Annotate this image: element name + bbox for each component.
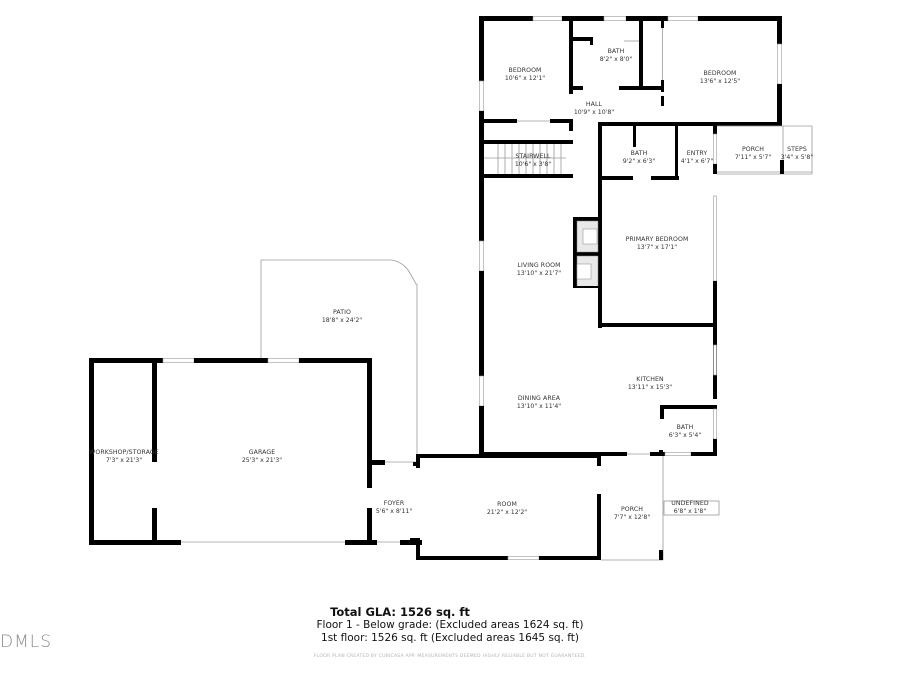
room-label-porch-upper: PORCH 7'11" x 5'7" xyxy=(735,146,772,161)
svg-text:13'11" x 15'3": 13'11" x 15'3" xyxy=(628,384,672,391)
room-label-entry: ENTRY 4'1" x 6'7" xyxy=(681,150,714,165)
porch-upper-outline xyxy=(717,125,813,175)
svg-text:6'8" x 1'8": 6'8" x 1'8" xyxy=(674,508,707,515)
svg-text:BEDROOM: BEDROOM xyxy=(704,70,737,77)
mls-logo: DMLS xyxy=(0,632,53,652)
room-label-primary-bedroom: PRIMARY BEDROOM 13'7" x 17'1" xyxy=(626,236,689,251)
total-gla: Total GLA: 1526 sq. ft xyxy=(330,605,470,619)
room-label-bedroom-2: BEDROOM 13'6" x 12'5" xyxy=(700,70,740,85)
svg-text:ROOM: ROOM xyxy=(497,501,517,508)
svg-text:PATIO: PATIO xyxy=(333,309,351,316)
svg-text:LIVING ROOM: LIVING ROOM xyxy=(517,262,560,269)
svg-text:21'2" x 12'2": 21'2" x 12'2" xyxy=(487,509,527,516)
room-label-room: ROOM 21'2" x 12'2" xyxy=(487,501,527,516)
svg-text:GARAGE: GARAGE xyxy=(249,449,276,456)
svg-text:ENTRY: ENTRY xyxy=(687,150,708,157)
room-label-living-room: LIVING ROOM 13'10" x 21'7" xyxy=(517,262,561,277)
svg-text:13'7" x 17'1": 13'7" x 17'1" xyxy=(637,244,677,251)
svg-text:KITCHEN: KITCHEN xyxy=(636,376,664,383)
svg-text:5'6" x 8'11": 5'6" x 8'11" xyxy=(376,508,413,515)
svg-text:HALL: HALL xyxy=(586,101,603,108)
svg-text:BATH: BATH xyxy=(631,150,648,157)
house-walls xyxy=(479,16,782,462)
svg-text:10'9" x 10'8": 10'9" x 10'8" xyxy=(574,109,614,116)
floor1-area: Floor 1 - Below grade: (Excluded areas 1… xyxy=(316,619,584,631)
stair-treads xyxy=(484,144,566,174)
room-label-undefined: UNDEFINED 6'8" x 1'8" xyxy=(671,500,709,515)
svg-text:BATH: BATH xyxy=(677,424,694,431)
disclaimer: FLOOR PLAN CREATED BY CUBICASA APP. MEAS… xyxy=(313,654,587,659)
room-label-bedroom-1: BEDROOM 10'6" x 12'1" xyxy=(505,67,545,82)
svg-text:18'8" x 24'2": 18'8" x 24'2" xyxy=(322,317,362,324)
svg-text:BEDROOM: BEDROOM xyxy=(509,67,542,74)
room-label-bath-middle: BATH 9'2" x 6'3" xyxy=(623,150,656,165)
svg-text:6'3" x 5'4": 6'3" x 5'4" xyxy=(669,432,702,439)
svg-text:DINING AREA: DINING AREA xyxy=(518,395,561,402)
svg-text:STEPS: STEPS xyxy=(787,146,807,153)
room-label-bath-upper: BATH 8'2" x 8'0" xyxy=(600,48,633,63)
svg-text:3'4" x 5'8": 3'4" x 5'8" xyxy=(781,154,814,161)
room-label-foyer: FOYER 5'6" x 8'11" xyxy=(376,500,413,515)
room-label-patio: PATIO 18'8" x 24'2" xyxy=(322,309,362,324)
svg-text:BATH: BATH xyxy=(608,48,625,55)
svg-text:UNDEFINED: UNDEFINED xyxy=(671,500,709,507)
garage-walls xyxy=(89,358,422,545)
svg-text:10'6" x 3'8": 10'6" x 3'8" xyxy=(515,161,552,168)
svg-text:FOYER: FOYER xyxy=(384,500,405,507)
room-label-bath-lower: BATH 6'3" x 5'4" xyxy=(669,424,702,439)
svg-text:9'2" x 6'3": 9'2" x 6'3" xyxy=(623,158,656,165)
room-label-dining-area: DINING AREA 13'10" x 11'4" xyxy=(517,395,561,410)
svg-text:7'7" x 12'8": 7'7" x 12'8" xyxy=(614,514,651,521)
svg-text:STAIRWELL: STAIRWELL xyxy=(515,153,551,160)
patio-outline xyxy=(260,259,418,462)
svg-text:10'6" x 12'1": 10'6" x 12'1" xyxy=(505,75,545,82)
room-label-steps: STEPS 3'4" x 5'8" xyxy=(781,146,814,161)
room-label-stairwell: STAIRWELL 10'6" x 3'8" xyxy=(515,153,552,168)
fireplace xyxy=(573,217,602,288)
svg-text:7'3" x 21'3": 7'3" x 21'3" xyxy=(106,457,143,464)
svg-text:8'2" x 8'0": 8'2" x 8'0" xyxy=(600,56,633,63)
room-label-hall: HALL 10'9" x 10'8" xyxy=(574,101,614,116)
room-label-workshop: WORKSHOP/STORAGE 7'3" x 21'3" xyxy=(89,449,159,464)
svg-text:13'6" x 12'5": 13'6" x 12'5" xyxy=(700,78,740,85)
svg-text:7'11" x 5'7": 7'11" x 5'7" xyxy=(735,154,772,161)
svg-text:13'10" x 21'7": 13'10" x 21'7" xyxy=(517,270,561,277)
room-label-garage: GARAGE 25'3" x 21'3" xyxy=(242,449,282,464)
svg-text:25'3" x 21'3": 25'3" x 21'3" xyxy=(242,457,282,464)
room-label-porch-lower: PORCH 7'7" x 12'8" xyxy=(614,506,651,521)
bottom-wing-walls xyxy=(410,454,720,561)
room-label-kitchen: KITCHEN 13'11" x 15'3" xyxy=(628,376,672,391)
svg-text:PRIMARY BEDROOM: PRIMARY BEDROOM xyxy=(626,236,689,243)
svg-text:WORKSHOP/STORAGE: WORKSHOP/STORAGE xyxy=(89,449,159,456)
svg-text:PORCH: PORCH xyxy=(621,506,643,513)
floor2-area: 1st floor: 1526 sq. ft (Excluded areas 1… xyxy=(321,632,579,644)
svg-text:4'1" x 6'7": 4'1" x 6'7" xyxy=(681,158,714,165)
svg-text:PORCH: PORCH xyxy=(742,146,764,153)
svg-text:13'10" x 11'4": 13'10" x 11'4" xyxy=(517,403,561,410)
